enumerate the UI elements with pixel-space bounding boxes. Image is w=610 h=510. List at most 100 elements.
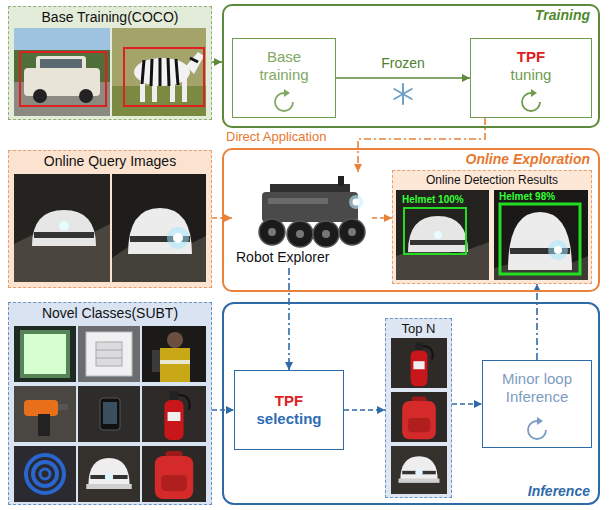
- node-label: selecting: [256, 410, 321, 428]
- image-group-box: Top N: [385, 318, 452, 498]
- query-photo: [14, 224, 110, 282]
- novel-photo: [160, 360, 190, 364]
- query-photo: [173, 233, 183, 243]
- node-label: Base training: [244, 48, 324, 84]
- loop-icon: [275, 89, 293, 111]
- novel-photo: [20, 330, 70, 378]
- robot-picture: [313, 221, 339, 247]
- node-label: TPF: [275, 392, 303, 410]
- novel-photo: [78, 386, 140, 442]
- novel-photo: [152, 350, 160, 372]
- loop-icon: [522, 89, 540, 111]
- region-label: Inference: [528, 483, 590, 500]
- zebra-photo: [182, 78, 187, 102]
- detection-photo: [494, 190, 588, 280]
- image-group-box: Novel Classes(SUBT): [8, 302, 212, 505]
- car-photo: [40, 59, 82, 68]
- zebra-photo: [168, 58, 169, 86]
- zebra-photo: [124, 48, 204, 106]
- zebra-photo: [134, 58, 190, 86]
- robot-picture: [349, 195, 363, 209]
- box-fill: [8, 6, 592, 505]
- robot-picture: [338, 176, 344, 186]
- robot-picture: [259, 176, 365, 247]
- zebra-photo: [151, 59, 152, 86]
- novel-photo: [142, 326, 206, 382]
- novel-photo: [100, 398, 120, 430]
- snowflake-icon: [394, 84, 411, 104]
- novel-photo: [86, 332, 132, 376]
- image-group-box: Online Detection Results: [392, 170, 592, 284]
- process-box: Base training: [232, 38, 336, 118]
- image-group-box: Base Training(COCO): [8, 6, 212, 120]
- box-fill: [8, 150, 212, 288]
- robot-picture: [353, 199, 360, 206]
- novel-photo: [14, 386, 76, 442]
- box-fill: [8, 6, 212, 120]
- loop-icon: [531, 89, 537, 97]
- robot-node: Robot Explorer: [232, 172, 372, 268]
- zebra-photo: [112, 86, 206, 116]
- car-photo: [14, 28, 110, 116]
- novel-photo: [167, 332, 183, 348]
- node-label: tuning: [511, 66, 552, 84]
- top-n-photo: [391, 338, 447, 388]
- detection-label: Helmet 100%: [402, 194, 464, 206]
- process-box: Minor loop Inference: [482, 360, 592, 448]
- detection-photo: [434, 231, 442, 239]
- query-photo: [112, 174, 206, 282]
- flow-arrow: [212, 61, 222, 63]
- detection-photo: [396, 190, 489, 280]
- node-label: Online Detection Results: [426, 173, 558, 187]
- flow-arrow: [452, 403, 482, 405]
- box-fill: [385, 318, 452, 498]
- edge-label: Frozen: [381, 55, 425, 72]
- car-photo: [36, 56, 86, 70]
- robot-picture: [339, 219, 365, 245]
- robot-picture: [322, 230, 330, 238]
- snowflake-icon: [394, 89, 411, 99]
- zebra-photo: [190, 58, 198, 62]
- robot-picture: [268, 228, 276, 236]
- zebra-photo: [186, 52, 204, 74]
- loop-icon: [284, 89, 290, 97]
- novel-photo: [160, 348, 190, 382]
- node-label: Base Training(COCO): [42, 9, 179, 26]
- novel-photo: [24, 334, 66, 374]
- flow-arrow: [336, 77, 470, 79]
- stage-region: Inference TPFselecting Top N Minor loop Inf…: [222, 302, 600, 505]
- process-box: TPFtuning: [470, 38, 592, 118]
- detection-photo: [410, 240, 466, 245]
- region-label: Training: [535, 7, 590, 24]
- query-photo: [128, 208, 192, 254]
- novel-photo: [14, 446, 76, 502]
- robot-picture: [268, 228, 356, 238]
- novel-photo: [14, 386, 76, 442]
- robot-picture: [287, 221, 313, 247]
- novel-photo: [78, 446, 140, 502]
- detection-label: Helmet 98%: [499, 191, 555, 203]
- detection-photo: [500, 204, 580, 274]
- node-label: Novel Classes(SUBT): [42, 305, 178, 322]
- novel-photo: [33, 462, 57, 486]
- novel-photo: [142, 386, 206, 442]
- novel-photo: [78, 326, 140, 382]
- node-label: Online Query Images: [44, 153, 176, 170]
- query-photo: [59, 221, 69, 231]
- novel-photo: [78, 326, 140, 382]
- robot-picture: [259, 219, 285, 245]
- novel-photo: [38, 414, 50, 436]
- flow-arrow: [344, 409, 385, 411]
- query-photo: [167, 227, 189, 249]
- novel-photo: [142, 446, 206, 502]
- loop-icon: [528, 417, 546, 439]
- node-label: TPF: [517, 48, 545, 66]
- novel-photo: [24, 400, 58, 416]
- query-photo: [14, 174, 110, 282]
- node-label: Minor loop Inference: [492, 370, 582, 406]
- novel-photo: [96, 358, 122, 359]
- detection-photo: [404, 208, 466, 254]
- zebra-photo: [112, 28, 206, 116]
- car-photo: [79, 89, 93, 103]
- detection-photo: [494, 190, 588, 280]
